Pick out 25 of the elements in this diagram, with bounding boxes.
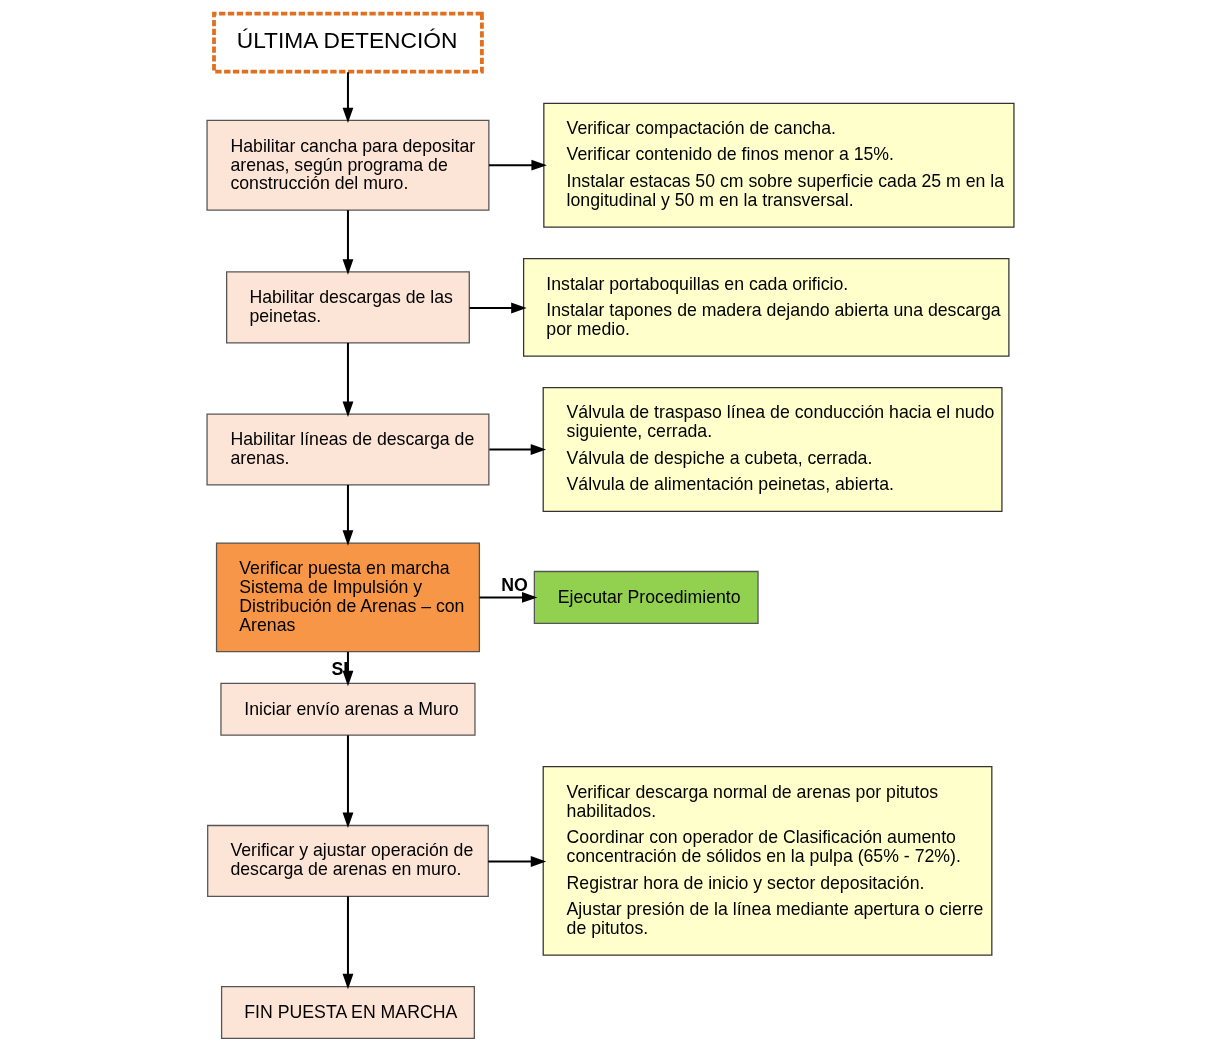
arrow [342, 72, 353, 124]
node-box: Verificar compactación de cancha. Verificar contenido de finos menor a 15%. Instalar estacas 50 cm sobre superficie cada 25 m en la longitudinal y 50 m en la transversal. [542, 102, 1015, 228]
node-box: Verificar y ajustar operación de descarga de arenas en muro. [206, 824, 489, 897]
node-box: ÚLTIMA DETENCIÓN [211, 11, 484, 74]
node-box: Habilitar descargas de las peinetas. [225, 271, 470, 344]
arrow [342, 342, 353, 418]
node-box: Iniciar envío arenas a Muro [219, 682, 476, 736]
node-box: Habilitar líneas de descarga de arenas. [205, 413, 489, 486]
arrow [342, 896, 353, 990]
node-box: Instalar portaboquillas en cada orificio. Instalar tapones de madera dejando abierta una descarga por medio. [522, 258, 1009, 357]
node-box: Verificar puesta en marcha Sistema de Impulsión y Distribución de Arenas – con Arenas [215, 542, 480, 653]
node-box: Válvula de traspaso línea de conducción hacia el nudo siguiente, cerrada. Válvula de despiche a cubeta, cerrada. Válvula de alimentación peinetas, abierta. [542, 387, 1003, 513]
node-box: Verificar descarga normal de arenas por pitutos habilitados. Coordinar con operador de Clasificación aumento concentración de sólidos en la pulpa (65% - 72%). Registrar hora de inicio y sector depositación. Ajustar presión de la línea mediante apertura o cierre de pitutos. [542, 766, 992, 956]
node-box: Ejecutar Procedimiento [533, 570, 759, 624]
node-box: FIN PUESTA EN MARCHA [220, 986, 475, 1040]
arrow [342, 735, 353, 828]
arrow [488, 159, 547, 171]
arrow [342, 210, 353, 275]
arrow [487, 856, 546, 867]
edge-label: NO [500, 575, 528, 596]
arrow [479, 592, 537, 603]
arrow [469, 302, 527, 314]
arrow [488, 444, 546, 455]
node-box: Habilitar cancha para depositar arenas, según programa de construcción del muro. [205, 119, 489, 211]
arrow [342, 484, 353, 546]
